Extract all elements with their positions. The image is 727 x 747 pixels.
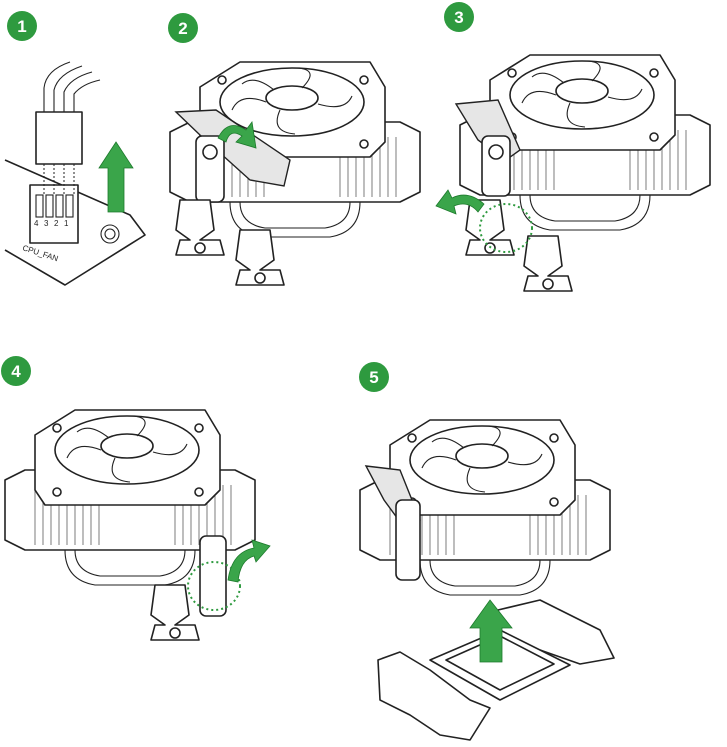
- step-number-4: 4: [11, 362, 21, 381]
- pin-label-2: 2: [54, 219, 59, 228]
- lever-hinge: [200, 536, 226, 616]
- pin-label-1: 1: [64, 219, 69, 228]
- step-number-1: 1: [17, 17, 26, 36]
- step-3: 3: [436, 2, 710, 291]
- step-2: 2: [168, 13, 420, 285]
- pin-label-4: 4: [34, 219, 39, 228]
- lever-hinge: [396, 500, 420, 580]
- step-5: 5: [359, 362, 614, 740]
- step-number-2: 2: [178, 19, 187, 38]
- fan-plug: [36, 112, 82, 164]
- step-4: 4: [1, 356, 270, 640]
- pin-label-3: 3: [44, 219, 49, 228]
- step-number-5: 5: [369, 368, 378, 387]
- lift-arrow-up: [99, 142, 133, 212]
- step-number-3: 3: [454, 8, 463, 27]
- step-1: 1 4 3 2 1 CPU_FAN: [5, 11, 145, 285]
